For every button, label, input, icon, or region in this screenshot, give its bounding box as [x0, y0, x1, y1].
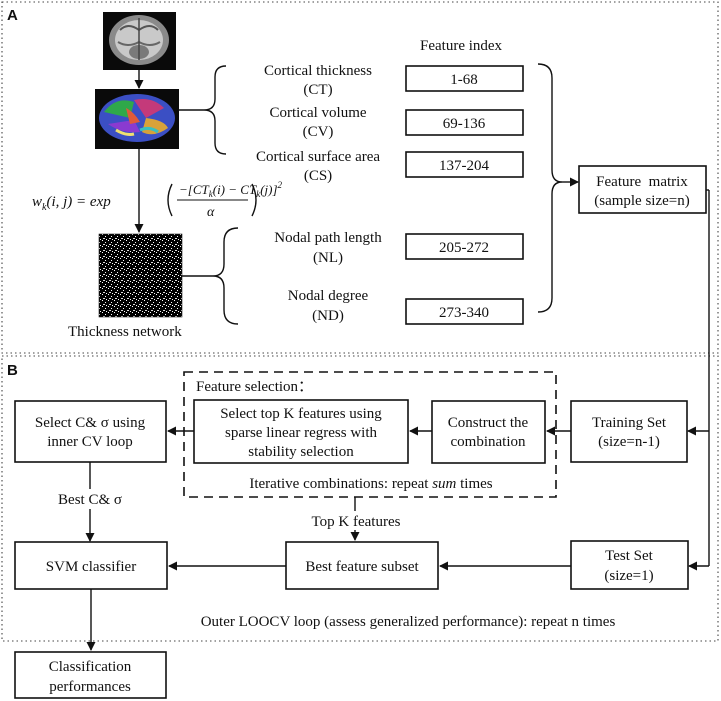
brace-network-features: [212, 227, 239, 325]
select-c-sigma-box: [14, 400, 167, 463]
thickness-network-image: [98, 233, 183, 318]
select-topk-line2: sparse linear regress with: [225, 425, 378, 441]
svm-classifier-box: [14, 541, 168, 590]
feature-name-nd: Nodal degree: [288, 288, 369, 304]
feature-name-nl: Nodal path length: [274, 230, 382, 246]
brace-surface-features: [203, 65, 227, 155]
classification-line2: performances: [49, 679, 131, 695]
select-topk-box: [193, 399, 409, 464]
thickness-network-caption: Thickness network: [68, 324, 182, 340]
construct-combination-box: [431, 400, 546, 464]
test-set-line2: (size=1): [604, 568, 653, 584]
index-box-nl: [405, 233, 524, 260]
feature-abbr-nd: (ND): [312, 308, 344, 324]
test-set-box: [570, 540, 689, 590]
iterative-combinations-text: Iterative combinations: repeat sum times: [249, 476, 492, 492]
select-c-line1: Select C& σ using: [35, 415, 146, 431]
index-box-nd: [405, 298, 524, 325]
select-topk-line3: stability selection: [248, 444, 354, 460]
feature-selection-title: Feature selection：: [196, 379, 313, 395]
panel-b-label: B: [7, 362, 18, 379]
outer-loocv-loop-label: Outer LOOCV loop (assess generalized per…: [201, 614, 616, 630]
feature-name-cv: Cortical volume: [269, 105, 366, 121]
training-set-line1: Training Set: [592, 415, 667, 431]
feature-name-cs: Cortical surface area: [256, 149, 380, 165]
feature-abbr-cv: (CV): [303, 124, 334, 140]
select-c-line2: inner CV loop: [47, 434, 133, 450]
feature-matrix-line1: Feature matrix: [596, 174, 688, 190]
best-feature-subset-box: [285, 541, 439, 590]
panel-a-frame: [1, 1, 719, 354]
brace-feature-indices: [537, 63, 563, 313]
edge-weight-formula: wk(i, j) = exp −[CTk(i) − CTk(j)]2 α: [32, 180, 283, 220]
feature-index-title: Feature index: [420, 38, 503, 54]
feature-abbr-ct: (CT): [303, 82, 332, 98]
panel-a-label: A: [7, 7, 18, 24]
index-value-nl: 205-272: [439, 240, 489, 256]
feature-selection-group: [183, 371, 557, 498]
index-box-ct: [405, 65, 524, 92]
svg-text:wk(i, j) = exp: wk(i, j) = exp: [32, 194, 111, 213]
training-set-line2: (size=n-1): [598, 434, 660, 450]
index-box-cv: [405, 109, 524, 136]
svg-text:−[CTk(i) − CTk(j)]2: −[CTk(i) − CTk(j)]2: [179, 180, 283, 199]
feature-name-ct: Cortical thickness: [264, 63, 372, 79]
index-value-cs: 137-204: [439, 158, 489, 174]
index-value-nd: 273-340: [439, 305, 489, 321]
index-box-cs: [405, 151, 524, 178]
cortical-surface-image: [95, 89, 179, 149]
classification-performances-box: [14, 651, 167, 699]
select-topk-line1: Select top K features using: [220, 406, 382, 422]
test-set-line1: Test Set: [605, 548, 654, 564]
feature-abbr-cs: (CS): [304, 168, 332, 184]
construct-line2: combination: [451, 434, 526, 450]
panel-b-frame: [1, 355, 719, 642]
index-value-cv: 69-136: [443, 116, 486, 132]
svg-text:α: α: [207, 205, 215, 220]
index-value-ct: 1-68: [450, 72, 478, 88]
best-feature-subset-label: Best feature subset: [305, 559, 419, 575]
classification-line1: Classification: [49, 659, 132, 675]
construct-line1: Construct the: [448, 415, 529, 431]
mri-image: [103, 12, 176, 70]
feature-matrix-box: [578, 165, 707, 214]
top-k-features-label: Top K features: [312, 514, 401, 530]
training-set-box: [570, 400, 688, 463]
feature-matrix-line2: (sample size=n): [594, 193, 690, 209]
best-c-sigma-label: Best C& σ: [58, 492, 122, 508]
feature-abbr-nl: (NL): [313, 250, 343, 266]
svm-classifier-label: SVM classifier: [46, 559, 136, 575]
